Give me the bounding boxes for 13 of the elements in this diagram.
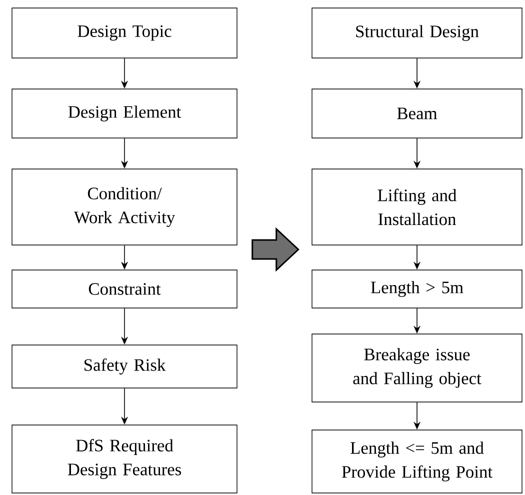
process-box: Safety Risk [12,344,238,388]
process-box: Lifting and Installation [312,168,522,246]
process-box: Design Topic [12,8,238,58]
process-box: Condition/ Work Activity [12,168,238,246]
process-box: Breakage issue and Falling object [312,334,522,402]
process-box: Structural Design [312,8,522,58]
process-box: Beam [312,88,522,138]
process-box: Length > 5m [312,270,522,308]
process-box: DfS Required Design Features [12,424,238,494]
process-box: Length <= 5m and Provide Lifting Point [312,430,522,494]
block-arrow [252,227,300,272]
process-box: Design Element [12,88,238,138]
process-box: Constraint [12,270,238,308]
